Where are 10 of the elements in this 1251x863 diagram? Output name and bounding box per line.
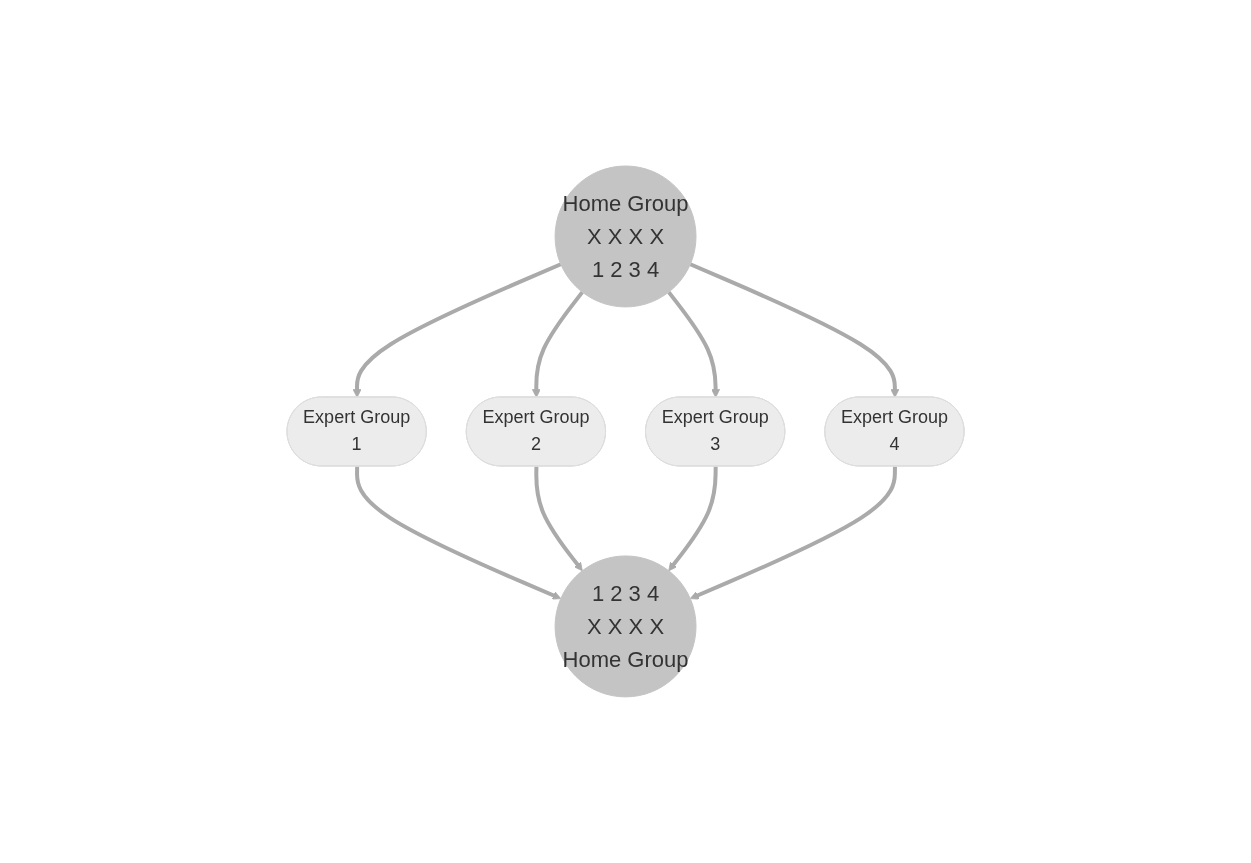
node-circle: Home Group X X X X 1 2 3 4 <box>554 165 697 308</box>
arrow <box>689 466 897 600</box>
arrow <box>668 466 718 572</box>
arrow <box>689 262 900 398</box>
arrow <box>667 290 720 398</box>
arrow <box>534 466 583 572</box>
node-circle: 1 2 3 4 X X X X Home Group <box>554 555 697 698</box>
arrow <box>355 466 562 600</box>
arrow <box>531 290 584 398</box>
arrow <box>352 262 562 398</box>
